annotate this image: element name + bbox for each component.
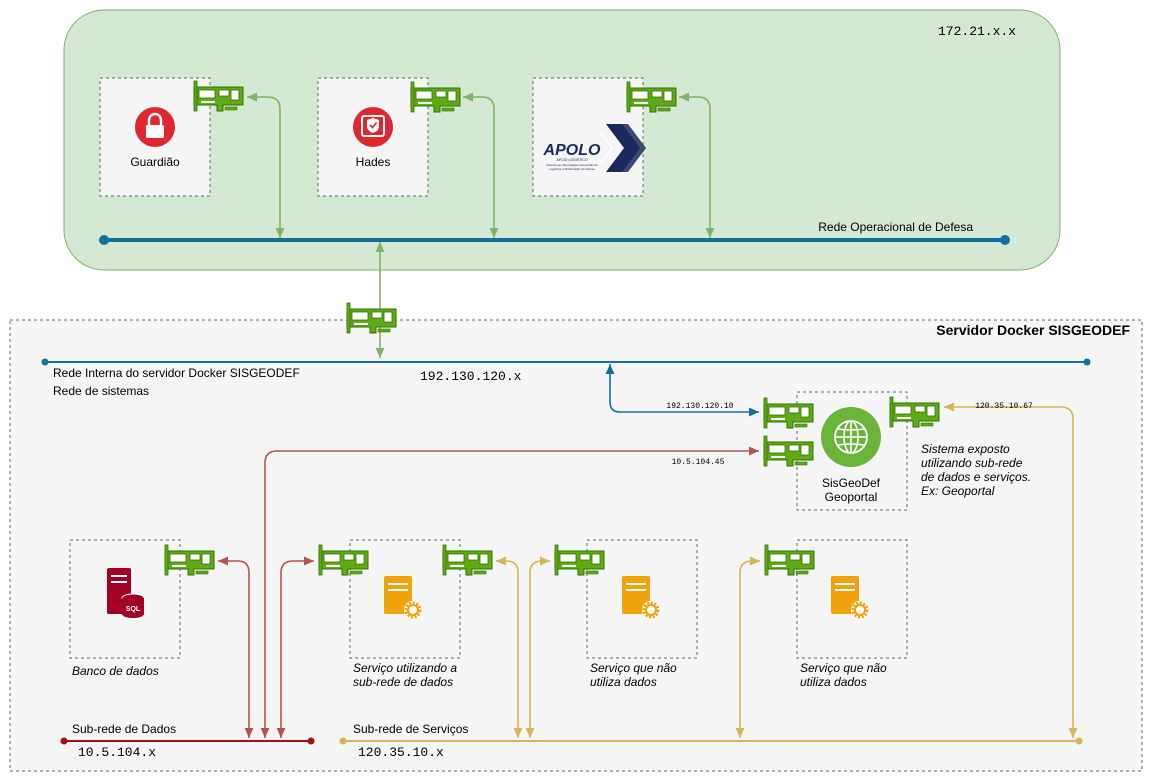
guardiao-link <box>247 92 285 238</box>
data-subnet-cidr: 10.5.104.x <box>78 745 156 760</box>
geoportal-note-line2: utilizando sub-rede <box>921 456 1023 470</box>
svg-text:APOLO: APOLO <box>543 142 601 159</box>
guardiao-label: Guardião <box>130 155 180 169</box>
service-3-link <box>735 556 760 738</box>
database-link <box>218 556 254 738</box>
service-3-label-line1: Serviço que não <box>800 661 887 675</box>
lock-icon <box>135 107 175 147</box>
apolo-link <box>679 92 715 238</box>
geoportal-note-line4: Ex: Geoportal <box>921 484 995 498</box>
geoportal-note-line1: Sistema exposto <box>921 442 1010 456</box>
data-subnet-label: Sub-rede de Dados <box>72 722 176 736</box>
sql-database-icon: SQL <box>107 568 145 618</box>
geoportal-note-line3: de dados e serviços. <box>921 470 1031 484</box>
service-2-label-line2: utiliza dados <box>590 675 657 689</box>
service-1-label-line2: sub-rede de dados <box>353 675 453 689</box>
hades-link <box>463 92 499 238</box>
geoportal-label-line1: SisGeoDef <box>822 476 881 490</box>
geoportal-services-ip: 120.35.10.67 <box>975 402 1033 411</box>
operational-network-label: Rede Operacional de Defesa <box>818 220 973 234</box>
server-title: Servidor Docker SISGEODEF <box>936 322 1130 338</box>
service-3-label-line2: utiliza dados <box>800 675 867 689</box>
systems-network-label: Rede de sistemas <box>53 384 149 398</box>
services-subnet-label: Sub-rede de Serviços <box>353 722 468 736</box>
internal-subnet-label: 192.130.120.x <box>420 369 522 384</box>
service-2-label-line1: Serviço que não <box>590 661 677 675</box>
services-subnet-cidr: 120.35.10.x <box>358 745 444 760</box>
database-label: Banco de dados <box>72 664 159 678</box>
service-1-label-line1: Serviço utilizando a <box>353 661 457 675</box>
shield-check-icon <box>353 107 393 147</box>
geoportal-label-line2: Geoportal <box>825 490 878 504</box>
globe-icon <box>821 407 881 467</box>
svg-text:Logística e Mobilização de Def: Logística e Mobilização de Defesa <box>549 167 595 171</box>
service-1-data-link <box>276 556 314 738</box>
svg-text:SQL: SQL <box>126 606 141 613</box>
geoportal-services-link <box>944 402 1078 738</box>
hades-label: Hades <box>356 155 391 169</box>
svg-text:Sistema de Informações Gerenci: Sistema de Informações Gerenciais de <box>546 163 598 167</box>
geoportal-internal-link <box>605 364 759 417</box>
internal-network-label: Rede Interna do servidor Docker SISGEODE… <box>53 366 300 380</box>
apolo-logo: APOLO APOIO LOGÍSTICO Sistema de Informa… <box>543 124 646 172</box>
geoportal-data-ip: 10.5.104.45 <box>672 458 725 467</box>
service-2-link <box>525 556 550 738</box>
geoportal-data-link <box>260 446 759 738</box>
operational-subnet-label: 172.21.x.x <box>938 24 1016 39</box>
geoportal-internal-ip: 192.130.120.10 <box>666 402 733 411</box>
svg-text:APOIO LOGÍSTICO: APOIO LOGÍSTICO <box>556 158 587 162</box>
service-1-services-link <box>496 556 523 738</box>
